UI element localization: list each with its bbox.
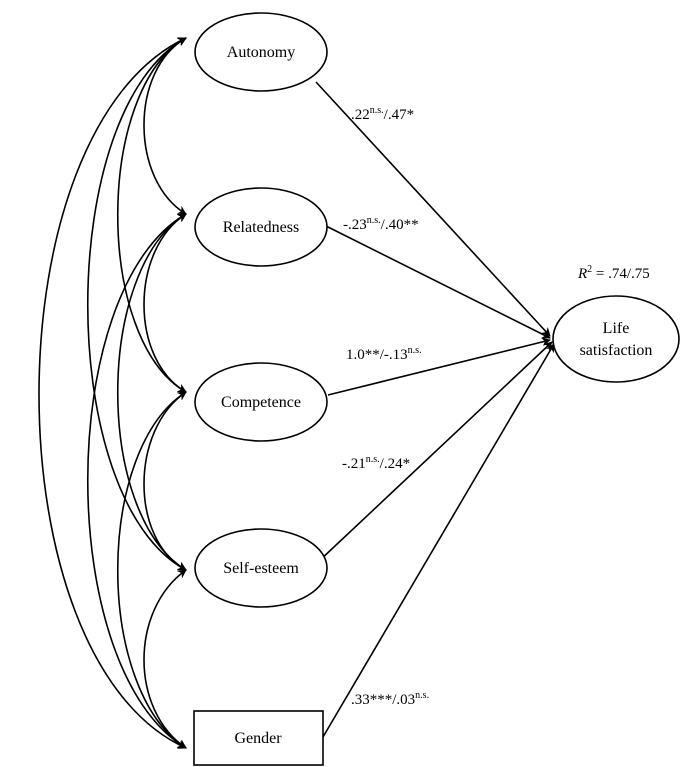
node-life-satisfaction-label-2: satisfaction [580, 342, 653, 359]
coef-autonomy-b: /.47* [384, 107, 414, 123]
path-autonomy [315, 81, 551, 337]
node-self-esteem-label: Self-esteem [223, 560, 299, 577]
covariance-arcs [38, 37, 187, 749]
coef-self-esteem-a: -.21 [342, 456, 366, 472]
regression-paths [315, 81, 555, 738]
node-relatedness: Relatedness [194, 187, 328, 267]
r-squared-symbol: R [577, 266, 587, 282]
cov-autonomy-selfesteem [87, 37, 187, 571]
coef-gender-a: .33***/.03 [351, 692, 415, 708]
cov-relatedness-gender [87, 213, 187, 749]
node-autonomy-label: Autonomy [227, 44, 295, 61]
coef-relatedness-a-sup: n.s. [367, 215, 381, 226]
node-life-satisfaction-label-1: Life [603, 320, 630, 337]
cov-autonomy-gender [38, 37, 187, 749]
node-self-esteem: Self-esteem [194, 528, 328, 608]
r-squared-value: = .74/.75 [592, 266, 650, 282]
coef-relatedness: -.23n.s./.40** [343, 215, 419, 233]
cov-relatedness-competence [143, 213, 187, 393]
coef-relatedness-a: -.23 [343, 217, 367, 233]
node-autonomy: Autonomy [194, 12, 328, 92]
cov-selfesteem-gender [143, 569, 187, 749]
cov-relatedness-selfesteem [116, 213, 187, 571]
coef-self-esteem-b: /.24* [380, 456, 410, 472]
cov-competence-gender [116, 391, 187, 749]
cov-autonomy-relatedness [143, 37, 187, 215]
coef-competence-a-sup: n.s. [408, 345, 422, 356]
r-squared-exponent: 2 [587, 264, 592, 275]
path-gender [322, 343, 555, 738]
node-competence: Competence [194, 362, 328, 442]
path-competence [327, 337, 551, 396]
path-selfesteem [317, 341, 553, 563]
node-gender-label: Gender [234, 730, 282, 747]
coef-autonomy: .22n.s./.47* [351, 105, 414, 123]
cov-competence-selfesteem [143, 391, 187, 571]
coef-competence-a: 1.0**/-.13 [346, 347, 408, 363]
node-gender: Gender [193, 710, 324, 766]
cov-autonomy-competence [116, 37, 187, 393]
coef-autonomy-a: .22 [351, 107, 370, 123]
node-relatedness-label: Relatedness [223, 219, 299, 236]
coef-gender-a-sup: n.s. [415, 690, 429, 701]
coef-autonomy-a-sup: n.s. [370, 105, 384, 116]
coef-relatedness-b: /.40** [381, 217, 419, 233]
node-competence-label: Competence [221, 394, 301, 411]
coef-self-esteem: -.21n.s./.24* [342, 454, 410, 472]
path-relatedness [325, 225, 551, 339]
r-squared-label: R2 = .74/.75 [577, 264, 650, 282]
coef-self-esteem-a-sup: n.s. [366, 454, 380, 465]
coef-competence: 1.0**/-.13n.s. [346, 345, 422, 363]
coef-gender: .33***/.03n.s. [351, 690, 429, 708]
node-life-satisfaction: Life satisfaction [552, 295, 680, 383]
